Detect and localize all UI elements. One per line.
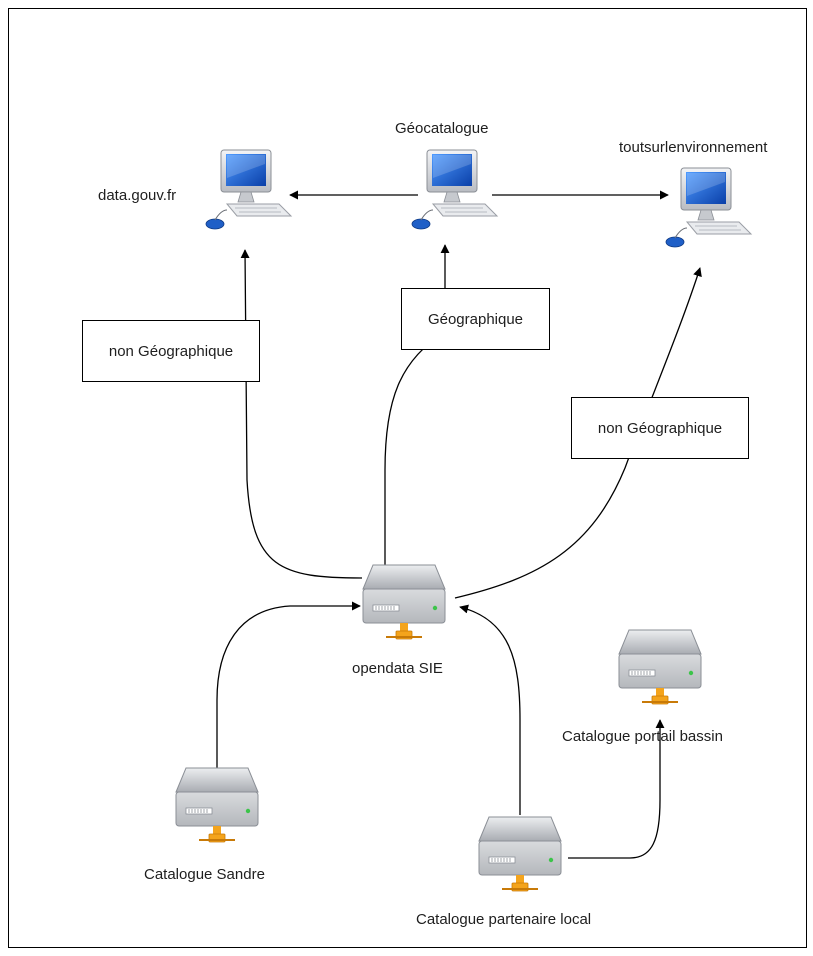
computer-icon-toutsur <box>665 167 752 248</box>
node-label-geocatalogue: Géocatalogue <box>395 120 489 137</box>
server-icon-bassin <box>618 629 702 705</box>
edge-opendata-to-datagouv <box>240 249 363 579</box>
server-icon-sandre <box>175 767 259 843</box>
server-icon-opendata <box>362 564 446 640</box>
edge-opendata-to-toutsur <box>454 267 702 599</box>
edge-sandre-to-opendata <box>216 601 361 770</box>
edge-label-right: non Géographique <box>571 397 749 459</box>
node-label-sandre: Catalogue Sandre <box>144 866 265 883</box>
diagram-frame <box>8 8 807 948</box>
edge-label-middle: Géographique <box>401 288 550 350</box>
node-label-bassin: Catalogue portail bassin <box>562 728 723 745</box>
computer-icon-data-gouv <box>205 149 292 230</box>
edge-partenaire-to-bassin <box>568 719 665 859</box>
server-icon-partenaire <box>478 816 562 892</box>
edge-label-left: non Géographique <box>82 320 260 382</box>
node-label-data-gouv: data.gouv.fr <box>98 187 177 204</box>
node-label-opendata: opendata SIE <box>352 660 443 677</box>
computer-icon-geocatalogue <box>411 149 498 230</box>
edge-partenaire-to-opendata <box>459 604 521 815</box>
node-label-partenaire: Catalogue partenaire local <box>416 911 592 928</box>
node-label-toutsur: toutsurlenvironnement <box>619 139 768 156</box>
